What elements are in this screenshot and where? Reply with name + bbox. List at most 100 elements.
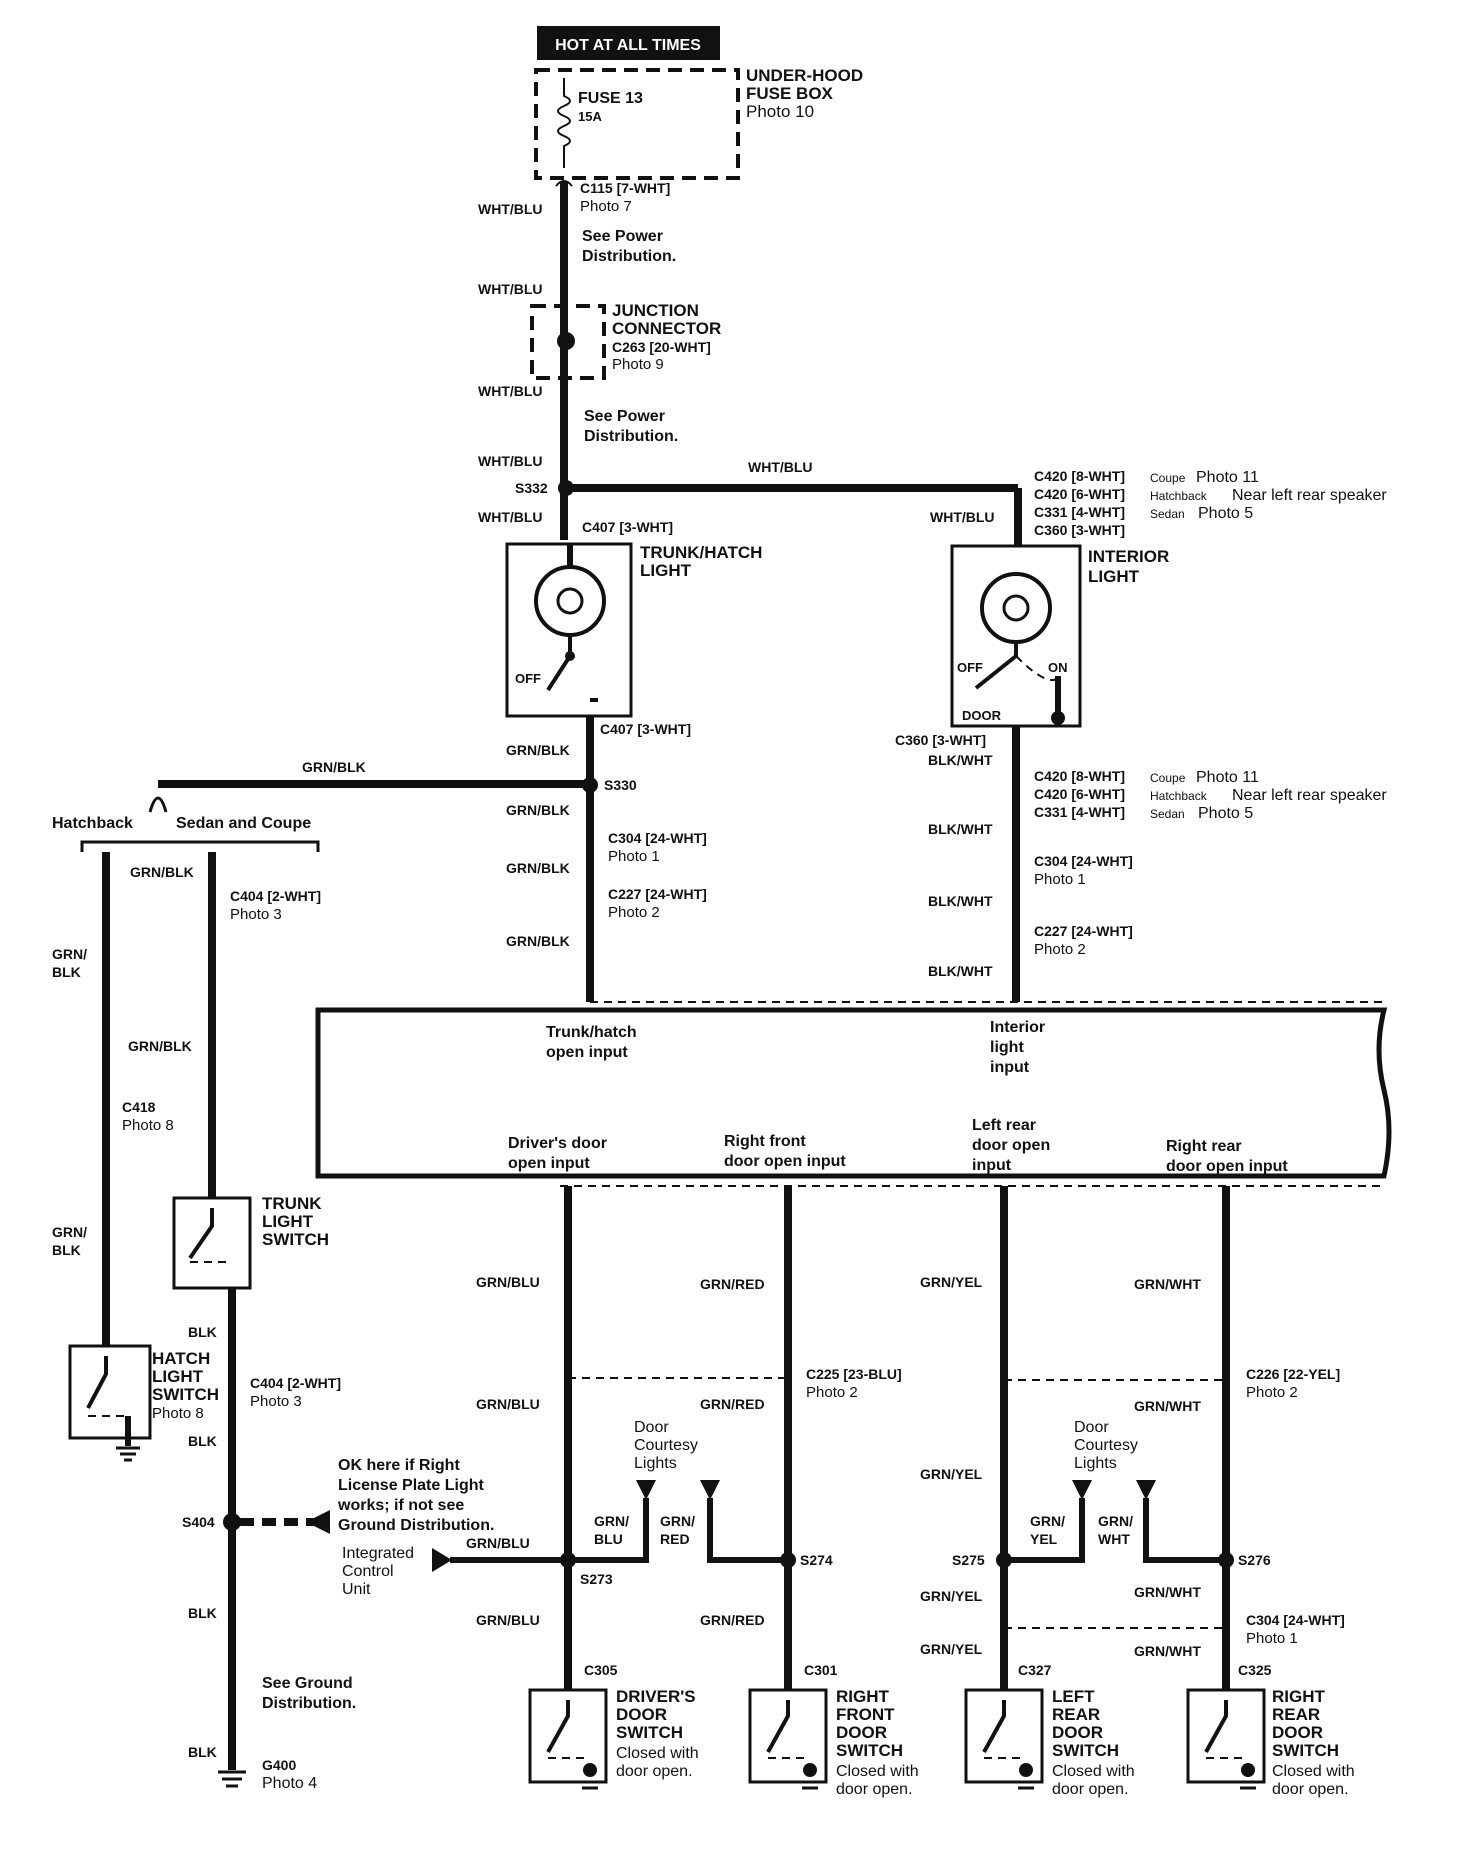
courtesy-rear-left-lamp-icon [1072,1480,1092,1500]
wire-label-grn-yel-4: GRN/YEL [920,1641,983,1657]
courtesy-front-left-wire [568,1498,649,1563]
interior-top-photo11: Photo 11 [1196,469,1259,486]
c115-photo: Photo 7 [580,198,632,215]
rr-switch-title-4: SWITCH [1272,1741,1339,1760]
hatch-light-switch-icon [86,1356,108,1409]
grn-red-split-1: GRN/ [660,1513,695,1529]
rr-input-1: Right rear [1166,1138,1242,1155]
hatch-wire-label-2b: BLK [52,1242,81,1258]
interior-top-sedan: Sedan [1150,507,1185,521]
interior-input-1: Interior [990,1019,1045,1036]
lr-input-1: Left rear [972,1117,1036,1134]
wire-label-grn-blk-3: GRN/BLK [506,860,570,876]
junction-c263: C263 [20-WHT] [612,339,711,355]
interior-input-2: light [990,1039,1024,1056]
split-bracket [80,840,320,852]
hatch-light-switch-box [68,1344,152,1440]
interior-c227: C227 [24-WHT] [1034,923,1133,939]
wire-label-wht-blu-6: WHT/BLU [930,509,995,525]
left-c404-top: C404 [2-WHT] [230,888,321,904]
wire-label-wht-blu-3: WHT/BLU [478,383,543,399]
wire-label-blk-2: BLK [188,1433,217,1449]
trunk-off-label: OFF [515,671,541,686]
lr-door-switch-icon [982,1700,1006,1753]
driver-input-2: open input [508,1155,590,1172]
ok-here-4: Ground Distribution. [338,1517,494,1534]
interior-mid-c420-8: C420 [8-WHT] [1034,768,1125,784]
wire-label-grn-wht-2: GRN/WHT [1134,1398,1201,1414]
interior-light-title-2: LIGHT [1088,567,1140,586]
hatch-switch-title-2: LIGHT [152,1367,204,1386]
c115-label: C115 [7-WHT] [580,180,670,196]
icu-label-1: Integrated [342,1545,414,1562]
wire-label-grn-blu-icu: GRN/BLU [466,1535,530,1551]
rf-input-2: door open input [724,1153,846,1170]
interior-on-label: ON [1048,660,1068,675]
icu-input-arrow [432,1548,452,1572]
wire-label-grn-wht-1: GRN/WHT [1134,1276,1201,1292]
sedan-coupe-label: Sedan and Coupe [176,815,311,832]
rr-closed-2: door open. [1272,1781,1349,1798]
control-unit-box [315,1007,1392,1179]
hot-at-all-times-banner [537,26,720,60]
hatch-ground-icon [116,1446,140,1462]
c305-label: C305 [584,1662,618,1678]
hatch-wire-label-2a: GRN/ [52,1224,87,1240]
wire-label-grn-blk-4: GRN/BLK [506,933,570,949]
courtesy-front-right-wire [707,1498,788,1563]
wire-label-grn-yel-3: GRN/YEL [920,1588,983,1604]
rf-switch-title-3: DOOR [836,1723,887,1742]
lr-switch-title-1: LEFT [1052,1687,1095,1706]
s275-label: S275 [952,1552,985,1568]
c418-label: C418 [122,1099,156,1115]
interior-light-title-1: INTERIOR [1088,547,1169,566]
left-c404-bottom-photo: Photo 3 [250,1393,302,1410]
see-power-2-line2: Distribution. [584,428,678,445]
wire-label-grn-blu-2: GRN/BLU [476,1396,540,1412]
courtesy-front-right-lamp-icon [700,1480,720,1500]
wire-label-blk-1: BLK [188,1324,217,1340]
see-ground-2: Distribution. [262,1695,356,1712]
rr-c304-photo: Photo 1 [1246,1630,1298,1647]
wire-label-grn-blk-2: GRN/BLK [506,802,570,818]
c327-label: C327 [1018,1662,1052,1678]
interior-top-hatchback: Hatchback [1150,489,1208,503]
interior-c227-photo: Photo 2 [1034,941,1086,958]
wire-label-grn-blu-3: GRN/BLU [476,1612,540,1628]
interior-c360-bottom: C360 [3-WHT] [895,732,986,748]
lr-closed-2: door open. [1052,1781,1129,1798]
wire-label-grn-blk-left-2: GRN/BLK [128,1038,192,1054]
wire-label-wht-blu-1: WHT/BLU [478,201,543,217]
rr-switch-title-1: RIGHT [1272,1687,1326,1706]
trunk-c227: C227 [24-WHT] [608,886,707,902]
interior-bulb-filament [1002,594,1030,622]
grn-yel-split-2: YEL [1030,1531,1058,1547]
interior-top-coupe: Coupe [1150,471,1186,485]
fuse-box-photo: Photo 10 [746,102,814,121]
c418-photo: Photo 8 [122,1117,174,1134]
rf-door-ground-icon [798,1780,822,1790]
split-branch-arc [148,796,168,813]
wire-label-wht-blu-branch: WHT/BLU [748,459,813,475]
c225-label: C225 [23-BLU] [806,1366,902,1382]
wire-label-wht-blu-4: WHT/BLU [478,453,543,469]
c115-connector-icon [555,180,573,187]
wire-label-grn-yel-1: GRN/YEL [920,1274,983,1290]
interior-top-c360: C360 [3-WHT] [1034,522,1125,538]
fuse-13-label: FUSE 13 [578,90,643,107]
wire-label-wht-blu-5: WHT/BLU [478,509,543,525]
wire-label-grn-blk-1: GRN/BLK [506,742,570,758]
trunk-c407-top: C407 [3-WHT] [582,519,673,535]
interior-switch-on-contact [1015,655,1061,681]
interior-input-3: input [990,1059,1030,1076]
wire-label-blk-wht-2: BLK/WHT [928,821,993,837]
courtesy-rear-right-lamp-icon [1136,1480,1156,1500]
g400-ground-icon [218,1770,246,1788]
rf-switch-title-2: FRONT [836,1705,895,1724]
wire-label-grn-red-3: GRN/RED [700,1612,765,1628]
courtesy-front-1: Door [634,1419,669,1436]
wire-label-grn-wht-3: GRN/WHT [1134,1584,1201,1600]
hot-at-all-times-text: HOT AT ALL TIMES [555,37,701,54]
lr-input-2: door open [972,1137,1050,1154]
grn-red-split-2: RED [660,1531,690,1547]
